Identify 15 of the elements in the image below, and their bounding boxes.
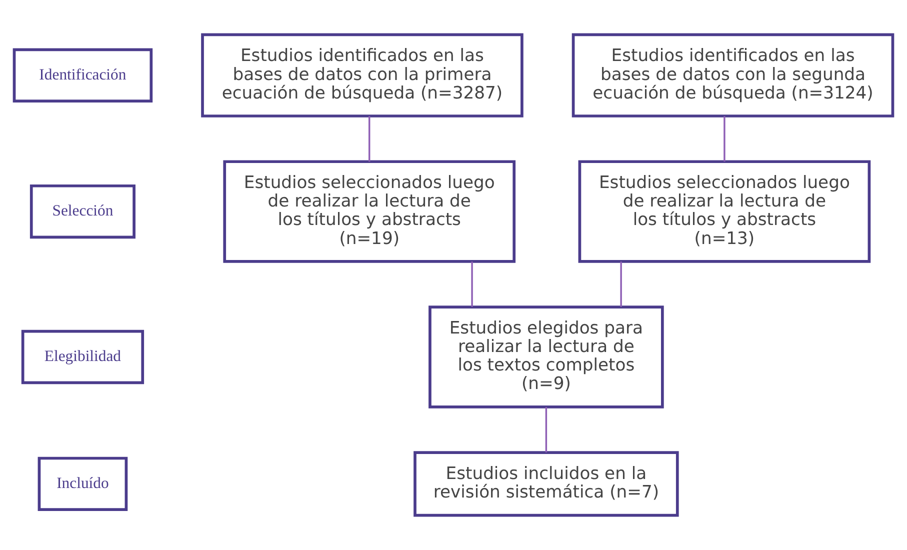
node-box: Estudios identificados en las bases de datos con la segunda ecuación de búsqueda (n=3124) (572, 33, 894, 118)
node-box: Estudios identificados en las bases de datos con la primera ecuación de búsqueda (n=3287) (201, 33, 524, 118)
node-box: Incluído (38, 456, 128, 512)
node-box: Estudios incluidos en la revisión sistemática (n=7) (414, 451, 679, 517)
node-box: Identificación (12, 48, 153, 102)
connector (368, 116, 370, 162)
node-box: Estudios elegidos para realizar la lectura de los textos completos (n=9) (428, 306, 664, 408)
node-box: Estudios seleccionados luego de realizar la lectura de los títulos y abstracts (n=19) (223, 160, 516, 263)
connector (620, 262, 622, 307)
node-box: Elegibilidad (21, 330, 144, 384)
node-box: Selección (30, 184, 136, 239)
connector (545, 407, 548, 452)
connector (724, 116, 726, 162)
connector (471, 262, 473, 307)
node-box: Estudios seleccionados luego de realizar la lectura de los títulos y abstracts (n=13) (578, 160, 871, 263)
